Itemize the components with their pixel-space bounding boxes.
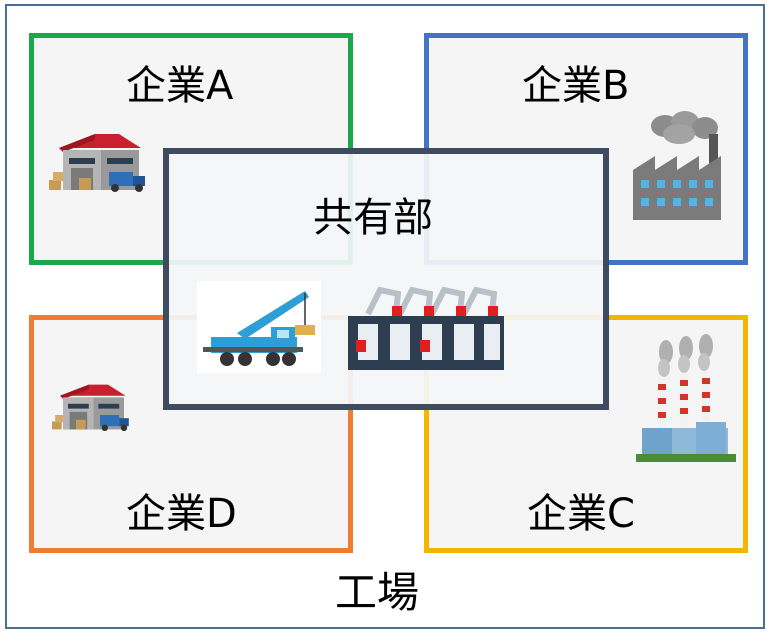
company-b-label: 企業B — [522, 63, 630, 109]
power-plant-icon — [636, 334, 736, 462]
company-c-label: 企業C — [527, 491, 635, 537]
company-d-label: 企業D — [126, 491, 237, 537]
shared-area-box: 共有部 — [163, 148, 609, 410]
factory-smoke-icon — [633, 111, 721, 220]
company-a-label: 企業A — [126, 63, 234, 109]
factory-label: 工場 — [335, 568, 420, 617]
robot-arm-line-icon — [348, 286, 504, 370]
warehouse-icon — [49, 134, 145, 192]
crane-truck-icon — [197, 281, 321, 373]
warehouse-icon — [52, 384, 129, 431]
shared-area-label: 共有部 — [313, 195, 433, 241]
